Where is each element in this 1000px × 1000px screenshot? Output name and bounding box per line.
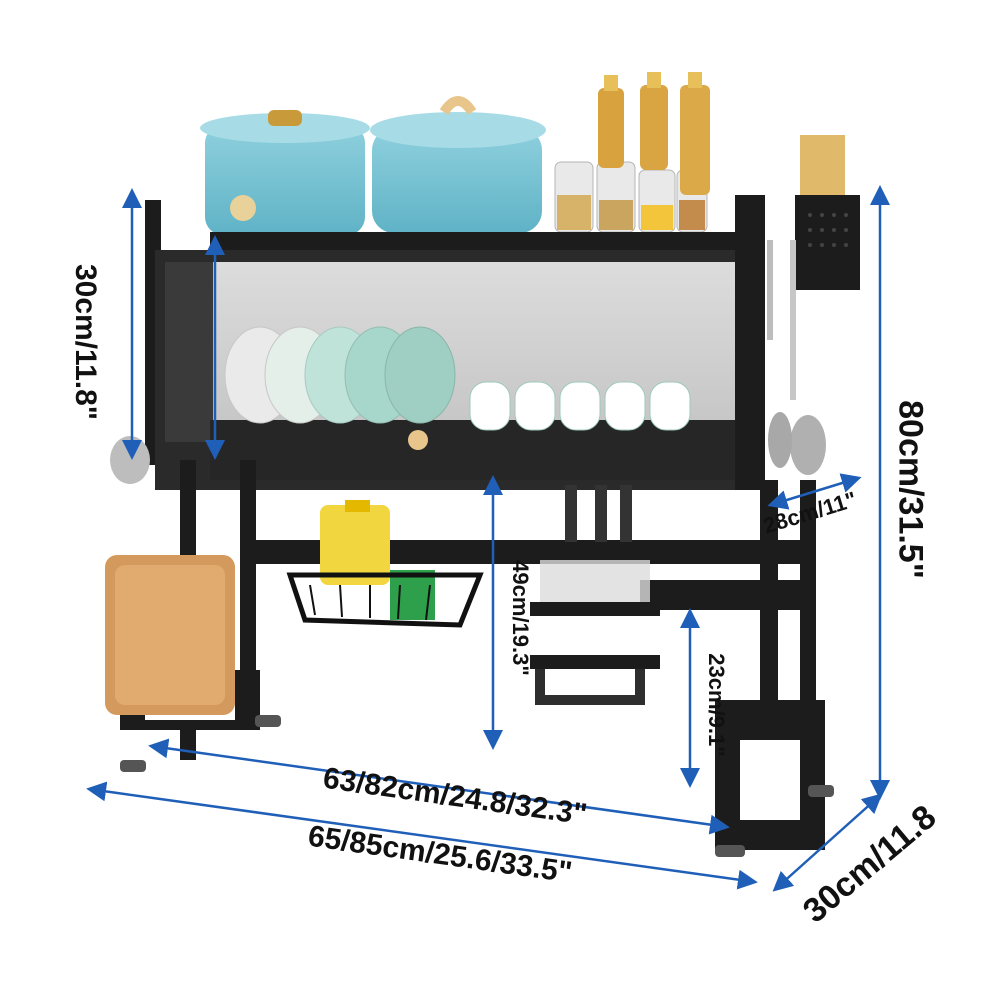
dim-line-top-depth xyxy=(767,473,862,510)
pot-right xyxy=(370,96,546,233)
hanging-basket xyxy=(286,500,484,628)
hanging-utensils xyxy=(110,240,826,484)
spice-jars xyxy=(554,161,708,233)
cutting-board xyxy=(105,555,235,715)
dim-line-base-depth xyxy=(772,793,883,892)
dish-plates xyxy=(224,326,456,424)
dim-line-outer-width xyxy=(86,781,758,890)
oil-bottles xyxy=(598,72,710,195)
dish-bowls xyxy=(469,381,691,431)
total-height-label: 80cm/31.5" xyxy=(891,400,930,579)
knife-holder xyxy=(530,485,660,705)
under-clearance-label: 49cm/19.3" xyxy=(508,560,533,676)
top-shelf-height-label: 30cm/11.8" xyxy=(69,263,102,421)
dimension-lines xyxy=(86,185,890,892)
pot-left xyxy=(200,110,370,235)
chopstick-holder xyxy=(795,135,860,290)
holder-height-label: 23cm/9.1" xyxy=(704,653,729,757)
